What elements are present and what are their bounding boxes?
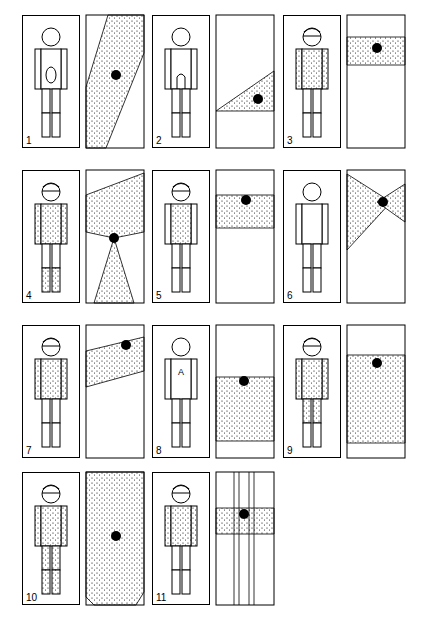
panel-number: 4: [26, 291, 32, 301]
figure-drawing: [165, 183, 197, 292]
zone-panel: [86, 15, 144, 148]
figure-panel: 11: [152, 472, 210, 605]
figure-panel: 1: [22, 15, 80, 148]
panel-number: 1: [26, 136, 32, 146]
zone-panel: [86, 170, 144, 303]
figure-panel: 5: [152, 170, 210, 303]
figure-drawing: [165, 485, 197, 594]
panel-number: 10: [26, 593, 37, 603]
zone-panel: [347, 325, 405, 458]
panel-number: 8: [156, 446, 162, 456]
figure-drawing: [35, 183, 67, 292]
zone-panel: [347, 15, 405, 148]
figure-panel: 4: [22, 170, 80, 303]
figure-panel: 6: [283, 170, 341, 303]
figure-drawing: [296, 28, 328, 137]
figure-panel: 10: [22, 472, 80, 605]
figure-drawing: [165, 28, 197, 137]
figure-drawing: [165, 338, 197, 447]
panel-number: 5: [156, 291, 162, 301]
panel-number: 3: [287, 136, 293, 146]
figure-drawing: [35, 338, 67, 447]
zone-panel: [86, 325, 144, 458]
figure-panel: 7: [22, 325, 80, 458]
zone-panel: [216, 15, 274, 148]
figure-panel: 3: [283, 15, 341, 148]
figure-drawing: [35, 485, 67, 594]
zone-panel: [216, 170, 274, 303]
figure-panel: 2: [152, 15, 210, 148]
zone-panel: [216, 472, 274, 605]
chest-letter: A: [178, 368, 184, 377]
panel-number: 9: [287, 446, 293, 456]
figure-panel: 8A: [152, 325, 210, 458]
zone-panel: [216, 325, 274, 458]
zone-panel: [86, 472, 144, 605]
zone-panel: [347, 170, 405, 303]
figure-drawing: [296, 183, 328, 292]
figure-drawing: [296, 338, 328, 447]
panel-number: 2: [156, 136, 162, 146]
figure-drawing: [35, 28, 67, 137]
panel-number: 7: [26, 446, 32, 456]
panel-number: 6: [287, 291, 293, 301]
figure-panel: 9: [283, 325, 341, 458]
panel-number: 11: [156, 593, 166, 603]
